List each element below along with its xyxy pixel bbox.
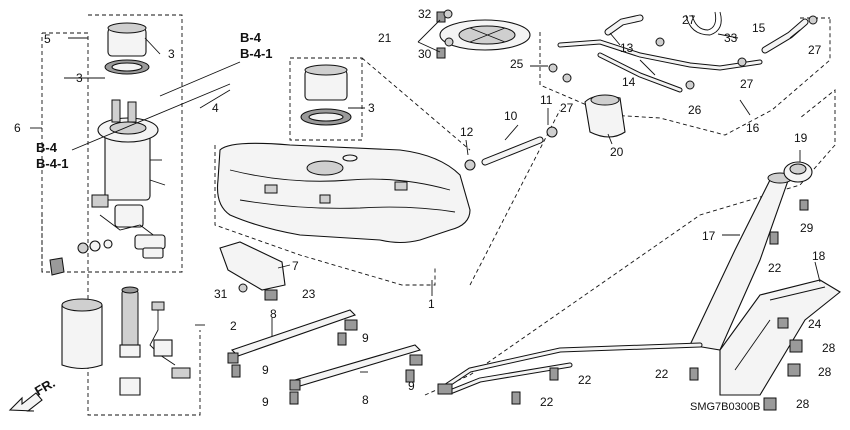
filler-pipe-group-box xyxy=(424,89,836,396)
part-label-8a: 8 xyxy=(270,307,277,321)
part-label-27b: 27 xyxy=(808,43,822,57)
filler-cap-group-box xyxy=(289,57,363,141)
filler-cap xyxy=(783,161,813,183)
part-label-28c: 28 xyxy=(796,397,810,411)
fasteners xyxy=(443,9,809,411)
ref-label-top-b41: B-4-1 xyxy=(240,46,273,61)
part-label-9c: 9 xyxy=(408,379,415,393)
part-label-20: 20 xyxy=(610,145,624,159)
part-label-6: 6 xyxy=(14,121,21,135)
part-label-9a: 9 xyxy=(362,331,369,345)
filler-neck-shield xyxy=(719,279,841,396)
front-direction-arrow xyxy=(8,392,43,412)
part-label-3c: 3 xyxy=(368,101,375,115)
part-label-2: 2 xyxy=(230,319,237,333)
ref-label-left-b4: B-4 xyxy=(36,140,58,155)
fuel-vapor-valve xyxy=(584,94,626,138)
part-label-32: 32 xyxy=(418,7,432,21)
part-label-25: 25 xyxy=(510,57,524,71)
part-label-3a: 3 xyxy=(168,47,175,61)
part-label-24: 24 xyxy=(808,317,822,331)
part-label-11: 11 xyxy=(540,93,553,107)
fuel-filter-and-pump xyxy=(61,286,141,396)
part-label-22b: 22 xyxy=(578,373,592,387)
tank-group-box xyxy=(214,57,471,286)
part-label-13: 13 xyxy=(620,41,634,55)
part-label-33: 33 xyxy=(724,31,738,45)
part-label-27c: 27 xyxy=(560,101,574,115)
part-label-10: 10 xyxy=(504,109,518,123)
fuel-gauge-sender xyxy=(149,301,191,379)
part-label-8b: 8 xyxy=(362,393,369,407)
part-label-12: 12 xyxy=(460,125,474,139)
filler-neck-cap-upper xyxy=(104,22,150,75)
part-label-26: 26 xyxy=(688,103,702,117)
ref-label-left-b41: B-4-1 xyxy=(36,156,69,171)
fuel-pump-module xyxy=(91,99,166,259)
fuel-pump-group-box xyxy=(41,14,201,416)
vent-hose-13 xyxy=(604,14,644,36)
vent-pipe-assembly xyxy=(557,39,763,93)
part-label-4: 4 xyxy=(212,101,219,115)
part-label-19: 19 xyxy=(794,131,808,145)
part-label-9b: 9 xyxy=(262,363,269,377)
ref-label-top-b4: B-4 xyxy=(240,30,262,45)
part-label-16: 16 xyxy=(746,121,760,135)
part-label-31: 31 xyxy=(214,287,228,301)
part-label-15: 15 xyxy=(752,21,766,35)
pump-seal-rings xyxy=(49,239,113,276)
part-label-28a: 28 xyxy=(822,341,836,355)
part-label-28b: 28 xyxy=(818,365,832,379)
part-label-30: 30 xyxy=(418,47,432,61)
leader-lines xyxy=(30,19,821,373)
part-label-23: 23 xyxy=(302,287,316,301)
vent-hose-15 xyxy=(761,18,809,54)
tank-strap-front xyxy=(227,309,358,364)
part-label-9d: 9 xyxy=(262,395,269,409)
part-label-3b: 3 xyxy=(76,71,83,85)
part-label-18: 18 xyxy=(812,249,826,263)
hose-clips xyxy=(548,15,818,90)
tank-strap-rear xyxy=(289,344,423,391)
part-label-1: 1 xyxy=(428,297,435,311)
part-label-27d: 27 xyxy=(740,77,754,91)
reference-labels: B-4 B-4-1 B-4 B-4-1 xyxy=(36,30,273,171)
part-label-22d: 22 xyxy=(540,395,554,409)
part-label-14: 14 xyxy=(622,75,636,89)
diagram-code: SMG7B0300B xyxy=(690,401,760,413)
strap-bolts xyxy=(231,332,415,405)
part-label-21: 21 xyxy=(378,31,392,45)
part-label-5: 5 xyxy=(44,32,51,46)
tank-bracket xyxy=(219,241,286,301)
part-label-7: 7 xyxy=(292,259,299,273)
hose-clip-33 xyxy=(685,11,722,36)
access-cover xyxy=(436,11,531,59)
fill-hose xyxy=(464,126,558,171)
part-label-27a: 27 xyxy=(682,13,696,27)
part-label-22c: 22 xyxy=(655,367,669,381)
fuel-tank xyxy=(216,142,471,244)
part-label-22a: 22 xyxy=(768,261,782,275)
part-labels: 5 3 3 3 4 6 2 1 7 8 8 9 9 9 9 31 23 32 2… xyxy=(14,7,836,411)
breather-pipe xyxy=(437,342,703,395)
filler-neck-cap-middle xyxy=(300,64,352,126)
part-label-29: 29 xyxy=(800,221,814,235)
part-label-17: 17 xyxy=(702,229,716,243)
